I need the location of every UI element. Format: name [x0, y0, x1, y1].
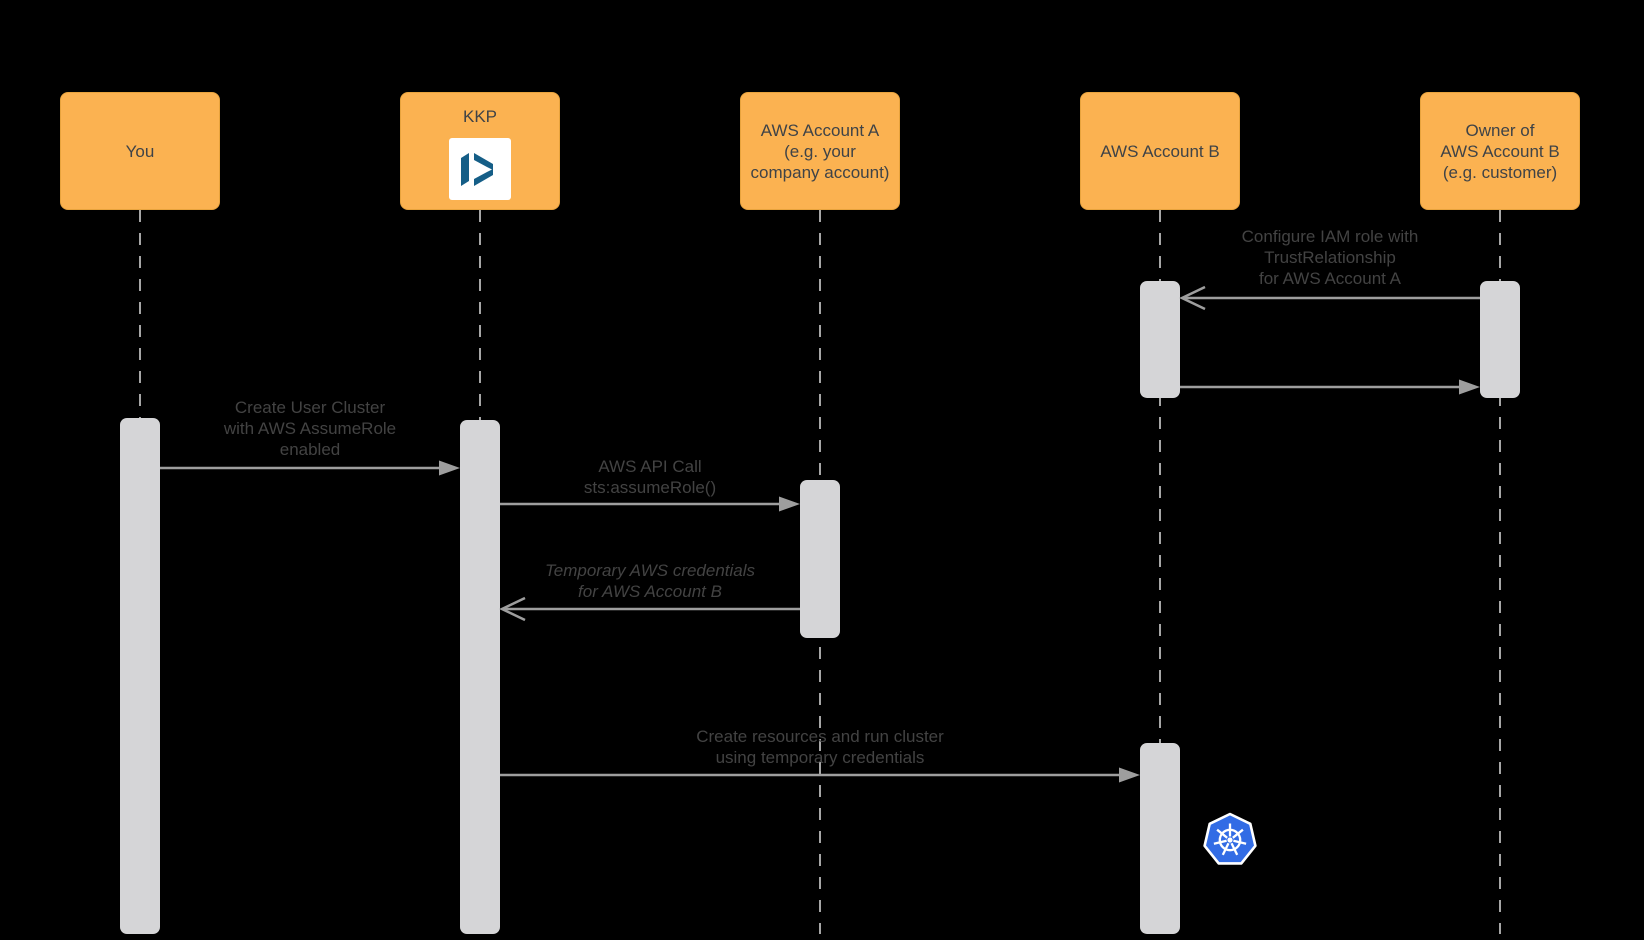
message-line: TrustRelationship [1264, 248, 1396, 267]
kubermatic-logo [449, 138, 511, 200]
message-configure-iam-role: Configure IAM role with TrustRelationshi… [1242, 226, 1419, 289]
message-line: with AWS AssumeRole [223, 419, 397, 438]
actor-kkp: KKP [400, 92, 560, 210]
message-line: Create User Cluster [234, 398, 386, 417]
message-aws-api-call: AWS API Call sts:assumeRole() [584, 456, 716, 498]
arrow-return-to-owner [1180, 379, 1480, 395]
message-line: using temporary credentials [715, 748, 925, 767]
arrow-sts-assumerole [500, 496, 800, 512]
message-line: Temporary AWS credentials [544, 561, 756, 580]
actor-label: company account) [750, 162, 890, 182]
message-create-user-cluster: Create User Cluster with AWS AssumeRole … [224, 397, 396, 460]
actor-label: AWS Account A [760, 120, 880, 140]
arrow-create-resources [500, 767, 1140, 783]
activation-bars [120, 281, 1520, 934]
message-arrows [160, 285, 1480, 783]
message-temporary-credentials: Temporary AWS credentials for AWS Accoun… [545, 560, 755, 602]
message-line: Configure IAM role with [1241, 227, 1419, 246]
message-line: for AWS Account A [1258, 269, 1402, 288]
activation-aws-account-b-1 [1140, 281, 1180, 398]
actor-label: (e.g. your [784, 141, 856, 161]
activation-aws-account-b-2 [1140, 743, 1180, 934]
actor-aws-account-b: AWS Account B [1080, 92, 1240, 210]
arrow-create-user-cluster [160, 460, 460, 476]
message-line: Create resources and run cluster [696, 727, 944, 746]
arrow-temporary-credentials [499, 596, 800, 622]
actor-owner-aws-account-b: Owner of AWS Account B (e.g. customer) [1420, 92, 1580, 210]
actor-aws-account-a: AWS Account A (e.g. your company account… [740, 92, 900, 210]
arrow-configure-iam-role [1179, 285, 1480, 311]
actor-label: AWS Account B [1440, 141, 1560, 161]
actor-label: (e.g. customer) [1442, 162, 1558, 182]
message-line: for AWS Account B [578, 582, 722, 601]
message-create-resources: Create resources and run cluster using t… [696, 726, 944, 768]
actor-label: Owner of [1465, 120, 1535, 140]
actor-you: You [60, 92, 220, 210]
activation-you [120, 418, 160, 934]
activation-aws-account-a [800, 480, 840, 638]
actor-label: AWS Account B [1100, 141, 1220, 161]
message-line: AWS API Call [598, 457, 702, 476]
message-line: enabled [279, 440, 341, 459]
message-line: sts:assumeRole() [583, 478, 717, 497]
actor-label: You [125, 141, 155, 161]
actor-label: KKP [462, 107, 498, 126]
activation-kkp [460, 420, 500, 934]
activation-owner-aws-account-b [1480, 281, 1520, 398]
kubernetes-logo [1203, 812, 1257, 868]
